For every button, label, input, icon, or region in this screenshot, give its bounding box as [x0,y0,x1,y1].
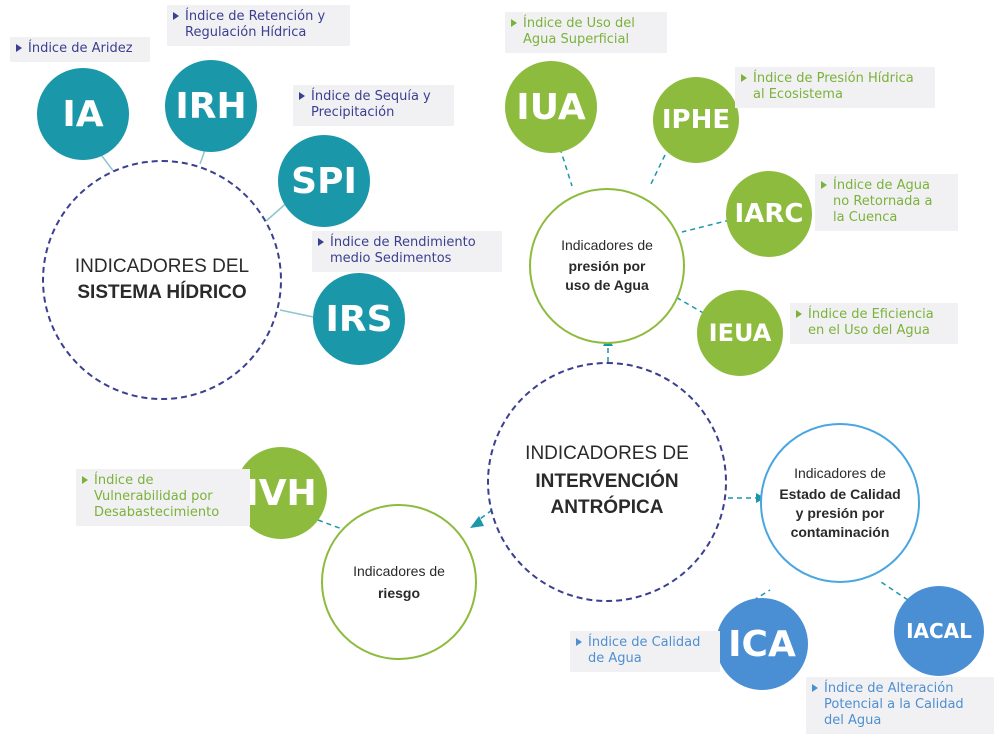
index-irs-abbr: IRS [325,298,393,340]
intervencion-line1: INDICADORES DE [525,443,689,464]
intervencion-line2: INTERVENCIÓN ANTRÓPICA [535,471,679,518]
index-iphe-abbr: IPHE [661,105,731,135]
label-irh-text: Índice de Retención y Regulación Hídrica [185,9,326,40]
label-irs: Índice de Rendimiento medio Sedimentos [312,231,502,272]
label-ia: Índice de Aridez [10,37,150,62]
sistema-line1: INDICADORES DEL [74,256,250,277]
index-ieua-abbr: IEUA [708,319,772,347]
label-irh: Índice de Retención y Regulación Hídrica [167,5,350,46]
index-iacal: IACAL [894,586,984,676]
label-ica: Índice de Calidad de Agua [570,631,720,672]
bullet-triangle-icon [299,92,305,100]
presion-line1: Indicadores de [561,237,653,253]
label-ieua: Índice de Eficiencia en el Uso del Agua [790,303,958,344]
presion-line2: presión por uso de Agua [565,258,649,293]
index-ia-abbr: IA [62,93,104,135]
label-iacal: Índice de Alteración Potencial a la Cali… [806,677,994,734]
label-iphe-text: Índice de Presión Hídrica al Ecosistema [753,71,914,102]
index-spi: SPI [278,135,370,227]
index-ivh-abbr: IVH [245,472,317,514]
index-ica-abbr: ICA [728,623,796,665]
bullet-triangle-icon [82,476,88,484]
connector-iphe [649,154,666,187]
index-spi-abbr: SPI [291,160,357,202]
calidad-line1: Indicadores de [794,464,886,481]
index-iacal-abbr: IACAL [906,619,972,643]
connector-iua [559,147,573,187]
label-iarc: Índice de Agua no Retornada a la Cuenca [815,174,958,231]
connector-irh [199,149,206,165]
index-iarc: IARC [726,171,812,257]
label-ivh: Índice de Vulnerabilidad por Desabasteci… [76,469,250,526]
bullet-triangle-icon [741,74,747,82]
calidad-line2: Estado de Calidad y presión por contamin… [779,485,901,540]
index-iua: IUA [505,61,597,153]
bullet-triangle-icon [318,238,324,246]
connector-iacal [877,579,909,601]
label-irs-text: Índice de Rendimiento medio Sedimentos [330,235,476,266]
index-ica: ICA [716,598,808,690]
label-spi-text: Índice de Sequía y Precipitación [311,89,431,120]
label-ia-text: Índice de Aridez [28,41,133,56]
bullet-triangle-icon [796,310,802,318]
node-presion-uso-agua: Indicadores de presión por uso de Agua [529,188,685,344]
index-iua-abbr: IUA [516,86,586,128]
bullet-triangle-icon [576,638,582,646]
bullet-triangle-icon [16,44,22,52]
node-riesgo: Indicadores de riesgo [321,504,477,660]
label-ieua-text: Índice de Eficiencia en el Uso del Agua [808,307,934,338]
label-iarc-text: Índice de Agua no Retornada a la Cuenca [833,178,933,225]
index-iphe: IPHE [653,77,739,163]
riesgo-line2: riesgo [377,585,420,601]
arrow-to-riesgo [475,509,493,523]
bullet-triangle-icon [173,12,179,20]
sistema-line2: SISTEMA HÍDRICO [77,282,247,303]
index-irh-abbr: IRH [175,85,247,127]
bullet-triangle-icon [511,19,517,27]
node-calidad-contaminacion: Indicadores de Estado de Calidad y presi… [760,423,920,583]
label-ica-text: Índice de Calidad de Agua [588,635,701,666]
label-iua-text: Índice de Uso del Agua Superficial [523,16,635,47]
arrowhead-riesgo [470,516,484,528]
riesgo-line1: Indicadores de [353,563,445,579]
node-sistema-hidrico: INDICADORES DEL SISTEMA HÍDRICO [42,160,282,400]
index-irs: IRS [313,273,405,365]
label-iacal-text: Índice de Alteración Potencial a la Cali… [824,681,964,728]
index-iarc-abbr: IARC [734,199,804,229]
bullet-triangle-icon [821,181,827,189]
index-ivh: IVH [235,447,327,539]
connector-iarc [681,219,731,233]
connector-irs [279,309,319,319]
label-iphe: Índice de Presión Hídrica al Ecosistema [735,67,935,108]
index-ieua: IEUA [697,290,783,376]
label-iua: Índice de Uso del Agua Superficial [505,12,667,53]
connector-ieua [673,295,713,319]
node-intervencion-antropica: INDICADORES DE INTERVENCIÓN ANTRÓPICA [487,362,727,602]
label-spi: Índice de Sequía y Precipitación [293,85,454,126]
index-irh: IRH [165,60,257,152]
label-ivh-text: Índice de Vulnerabilidad por Desabasteci… [94,473,220,520]
index-ia: IA [37,68,129,160]
bullet-triangle-icon [812,684,818,692]
